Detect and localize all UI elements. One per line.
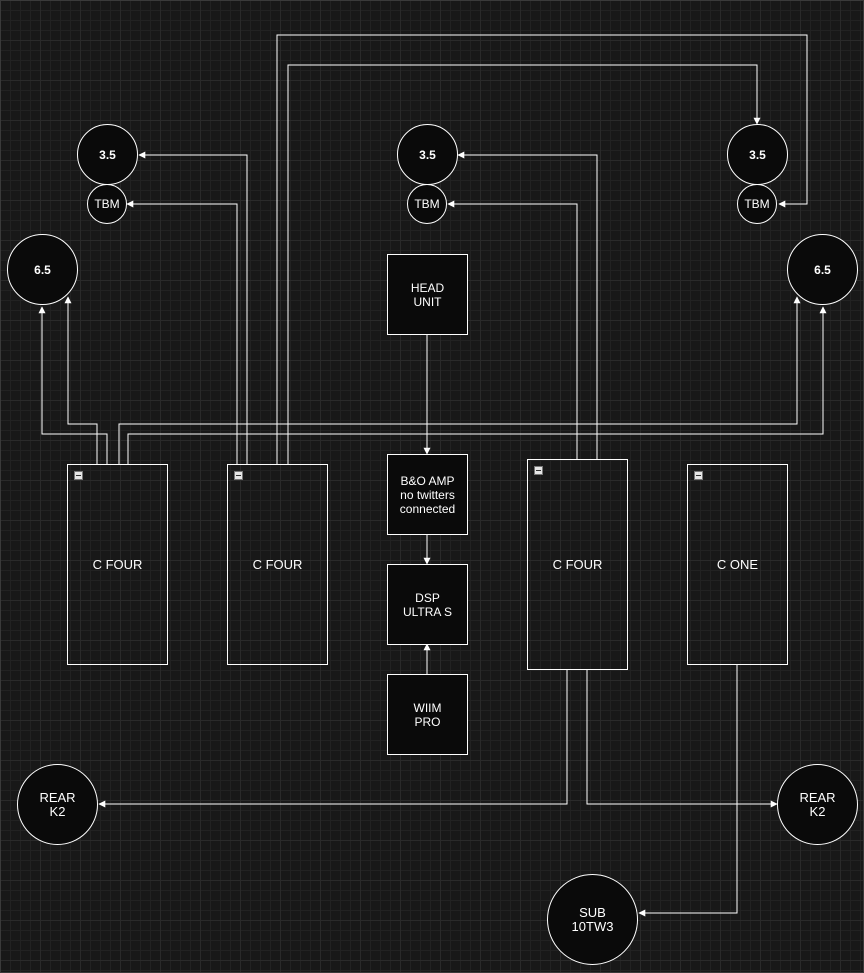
amp-c-four-3-label: C FOUR: [552, 556, 603, 572]
collapse-toggle-icon[interactable]: [694, 471, 703, 480]
woofer-right-label: 6.5: [814, 262, 831, 277]
wire-amp4-sub[interactable]: [638, 664, 738, 917]
wire-amp3-tw-mid[interactable]: [457, 151, 598, 459]
collapse-toggle-icon[interactable]: [234, 471, 243, 480]
wire-amp2-tw-right[interactable]: [287, 64, 761, 464]
rear-speaker-right[interactable]: REAR K2: [777, 764, 858, 845]
wire-amp1-woof-left-a[interactable]: [38, 306, 108, 464]
wire-amp3-rear-left[interactable]: [98, 669, 568, 808]
wire-amp3-rear-right[interactable]: [586, 669, 778, 808]
rear-speaker-left[interactable]: REAR K2: [17, 764, 98, 845]
tweeter-right[interactable]: 3.5: [727, 124, 788, 185]
amp-c-four-2[interactable]: C FOUR: [227, 464, 328, 665]
wire-amp2-tbm-right[interactable]: [276, 34, 808, 464]
woofer-left[interactable]: 6.5: [7, 234, 78, 305]
wire-amp1-woof-left-b[interactable]: [64, 296, 98, 464]
subwoofer-label: SUB 10TW3: [571, 904, 614, 934]
rear-left-label: REAR K2: [39, 789, 76, 819]
amp-c-four-3[interactable]: C FOUR: [527, 459, 628, 670]
subwoofer[interactable]: SUB 10TW3: [547, 874, 638, 965]
collapse-toggle-icon[interactable]: [74, 471, 83, 480]
wire-amp3-tbm-mid[interactable]: [447, 200, 578, 459]
rear-right-label: REAR K2: [799, 789, 836, 819]
woofer-right[interactable]: 6.5: [787, 234, 858, 305]
amp-c-four-1[interactable]: C FOUR: [67, 464, 168, 665]
bo-amp-label: B&O AMP no twitters connected: [399, 473, 456, 516]
tweeter-right-label: 3.5: [749, 147, 766, 162]
amp-c-four-1-label: C FOUR: [92, 556, 143, 572]
tbm-mid[interactable]: TBM: [407, 184, 447, 224]
tweeter-mid[interactable]: 3.5: [397, 124, 458, 185]
tbm-left-label: TBM: [94, 197, 120, 211]
head-unit-label: HEAD UNIT: [410, 280, 445, 309]
tbm-right-label: TBM: [744, 197, 770, 211]
wiim-pro-box[interactable]: WIIM PRO: [387, 674, 468, 755]
woofer-left-label: 6.5: [34, 262, 51, 277]
tbm-mid-label: TBM: [414, 197, 440, 211]
amp-c-four-2-label: C FOUR: [252, 556, 303, 572]
wire-amp2-tbm-left[interactable]: [126, 200, 238, 464]
wire-amp2-tw-left[interactable]: [138, 151, 248, 464]
amp-c-one-label: C ONE: [716, 556, 759, 572]
tbm-right[interactable]: TBM: [737, 184, 777, 224]
wire-amp1-woof-right-b[interactable]: [127, 306, 827, 464]
collapse-toggle-icon[interactable]: [534, 466, 543, 475]
tweeter-mid-label: 3.5: [419, 147, 436, 162]
bo-amp-box[interactable]: B&O AMP no twitters connected: [387, 454, 468, 535]
tbm-left[interactable]: TBM: [87, 184, 127, 224]
tweeter-left[interactable]: 3.5: [77, 124, 138, 185]
wiim-pro-label: WIIM PRO: [413, 700, 442, 729]
tweeter-left-label: 3.5: [99, 147, 116, 162]
dsp-box[interactable]: DSP ULTRA S: [387, 564, 468, 645]
amp-c-one[interactable]: C ONE: [687, 464, 788, 665]
wire-amp1-woof-right-a[interactable]: [118, 296, 801, 464]
head-unit-box[interactable]: HEAD UNIT: [387, 254, 468, 335]
dsp-label: DSP ULTRA S: [402, 590, 453, 619]
